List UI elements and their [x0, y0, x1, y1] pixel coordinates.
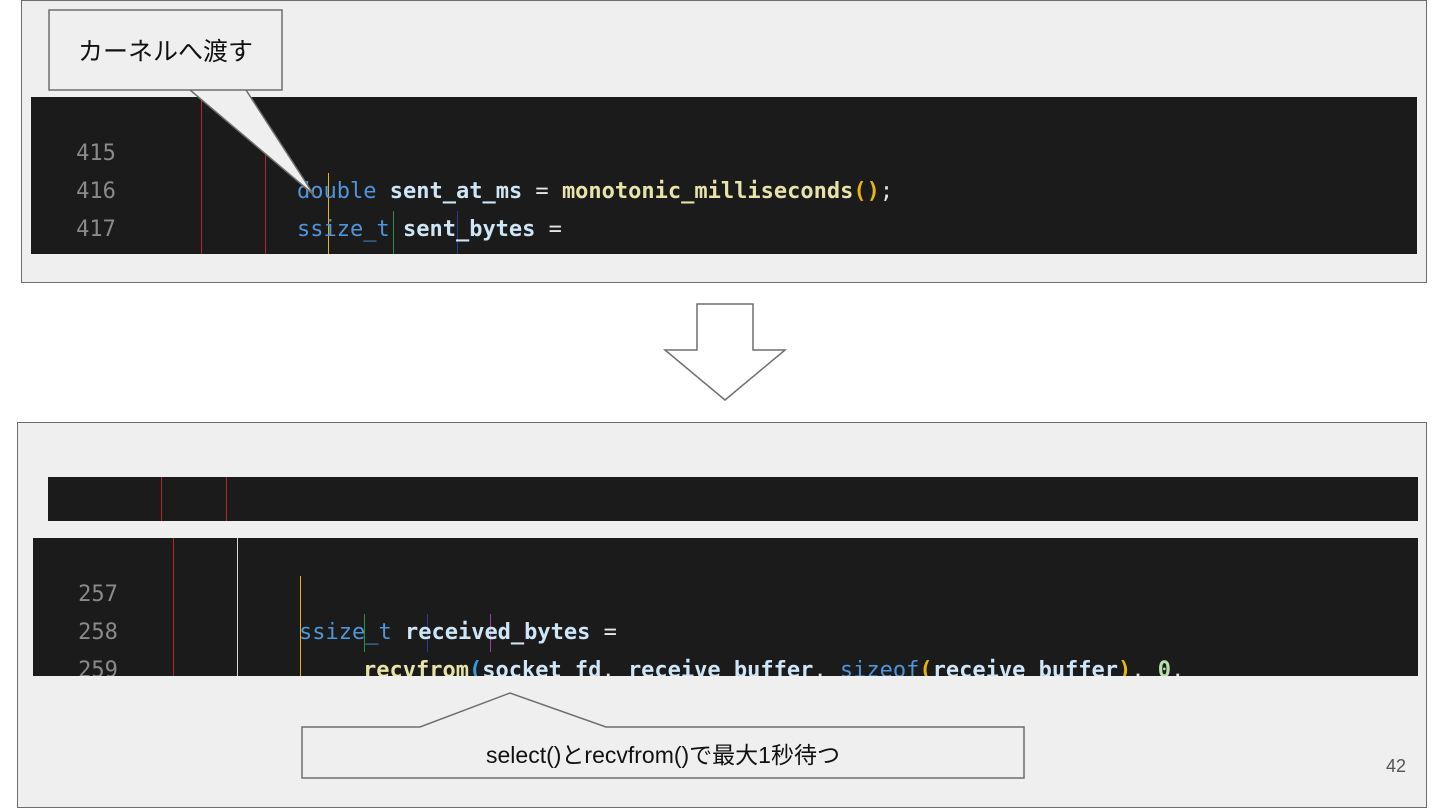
line-number: 259 [78, 658, 118, 676]
code-token: , [1171, 658, 1185, 676]
code-token: 0 [1157, 658, 1172, 676]
code-token: ssize_t [297, 217, 390, 242]
code-token: () [853, 179, 880, 204]
code-token: = [590, 620, 617, 645]
recv-code-block: 257 ssize_t received_bytes = 258 recvfro… [33, 538, 1418, 676]
code-text: ssize_t sent_bytes = [297, 211, 562, 249]
code-text: recvfrom(socket_fd, receive_buffer, size… [363, 652, 1184, 676]
indent-guide [226, 477, 227, 521]
code-line: 258 recvfrom(socket_fd, receive_buffer, … [33, 576, 1418, 676]
page-number: 42 [1385, 756, 1406, 776]
code-token: sent_at_ms [389, 179, 523, 204]
code-token: receive_buffer [932, 658, 1119, 676]
code-token: sent_bytes [402, 217, 536, 242]
code-token: = [522, 179, 562, 204]
indent-guide [427, 614, 428, 652]
speech-bubble-top [48, 9, 315, 196]
callout-kernel: カーネルへ渡す [77, 38, 253, 66]
code-token: ( [919, 658, 933, 676]
indent-guide [237, 538, 238, 676]
line-number: 416 [76, 179, 116, 204]
select-code-block: 240 int ready = select(socket_fd + 1, &r… [48, 477, 1418, 521]
code-line: 416 ssize_t sent_bytes = [31, 135, 1417, 242]
code-token: sizeof [839, 658, 920, 676]
line-number: 258 [78, 620, 118, 645]
indent-guide [490, 614, 491, 652]
code-token: receive_buffer [627, 658, 814, 676]
code-text: ssize_t received_bytes = [299, 614, 617, 652]
code-token: = [535, 217, 562, 242]
code-token: , [601, 658, 628, 676]
indent-guide [393, 211, 394, 254]
code-token: ; [879, 179, 894, 204]
code-token: , [813, 658, 840, 676]
indent-guide [173, 538, 174, 676]
line-number: 415 [76, 141, 116, 166]
code-token: , [1131, 658, 1158, 676]
code-token: ssize_t [299, 620, 392, 645]
indent-guide [328, 173, 329, 254]
code-token: received_bytes [404, 620, 591, 645]
code-token: socket_fd [482, 658, 602, 676]
indent-guide [364, 614, 365, 652]
code-token: monotonic_milliseconds [561, 179, 854, 204]
code-token: recvfrom [363, 658, 469, 676]
code-line: 417 sendto(socket_fd, packet, sizeof(pac… [31, 173, 1417, 242]
line-number: 257 [78, 582, 118, 607]
indent-guide [300, 576, 301, 676]
code-line: 257 ssize_t received_bytes = [33, 538, 1418, 645]
indent-guide [161, 477, 162, 521]
indent-guide [265, 135, 266, 254]
code-token: ( [468, 658, 483, 676]
down-arrow-icon [662, 303, 788, 401]
code-line: 259 (struct sockaddr*)&source, &source_l… [33, 614, 1418, 676]
code-token: ) [1118, 658, 1132, 676]
line-number: 417 [76, 217, 116, 242]
indent-guide [201, 97, 202, 254]
callout-wait: select()とrecvfrom()で最大1秒待つ [486, 741, 840, 768]
indent-guide [457, 211, 458, 254]
